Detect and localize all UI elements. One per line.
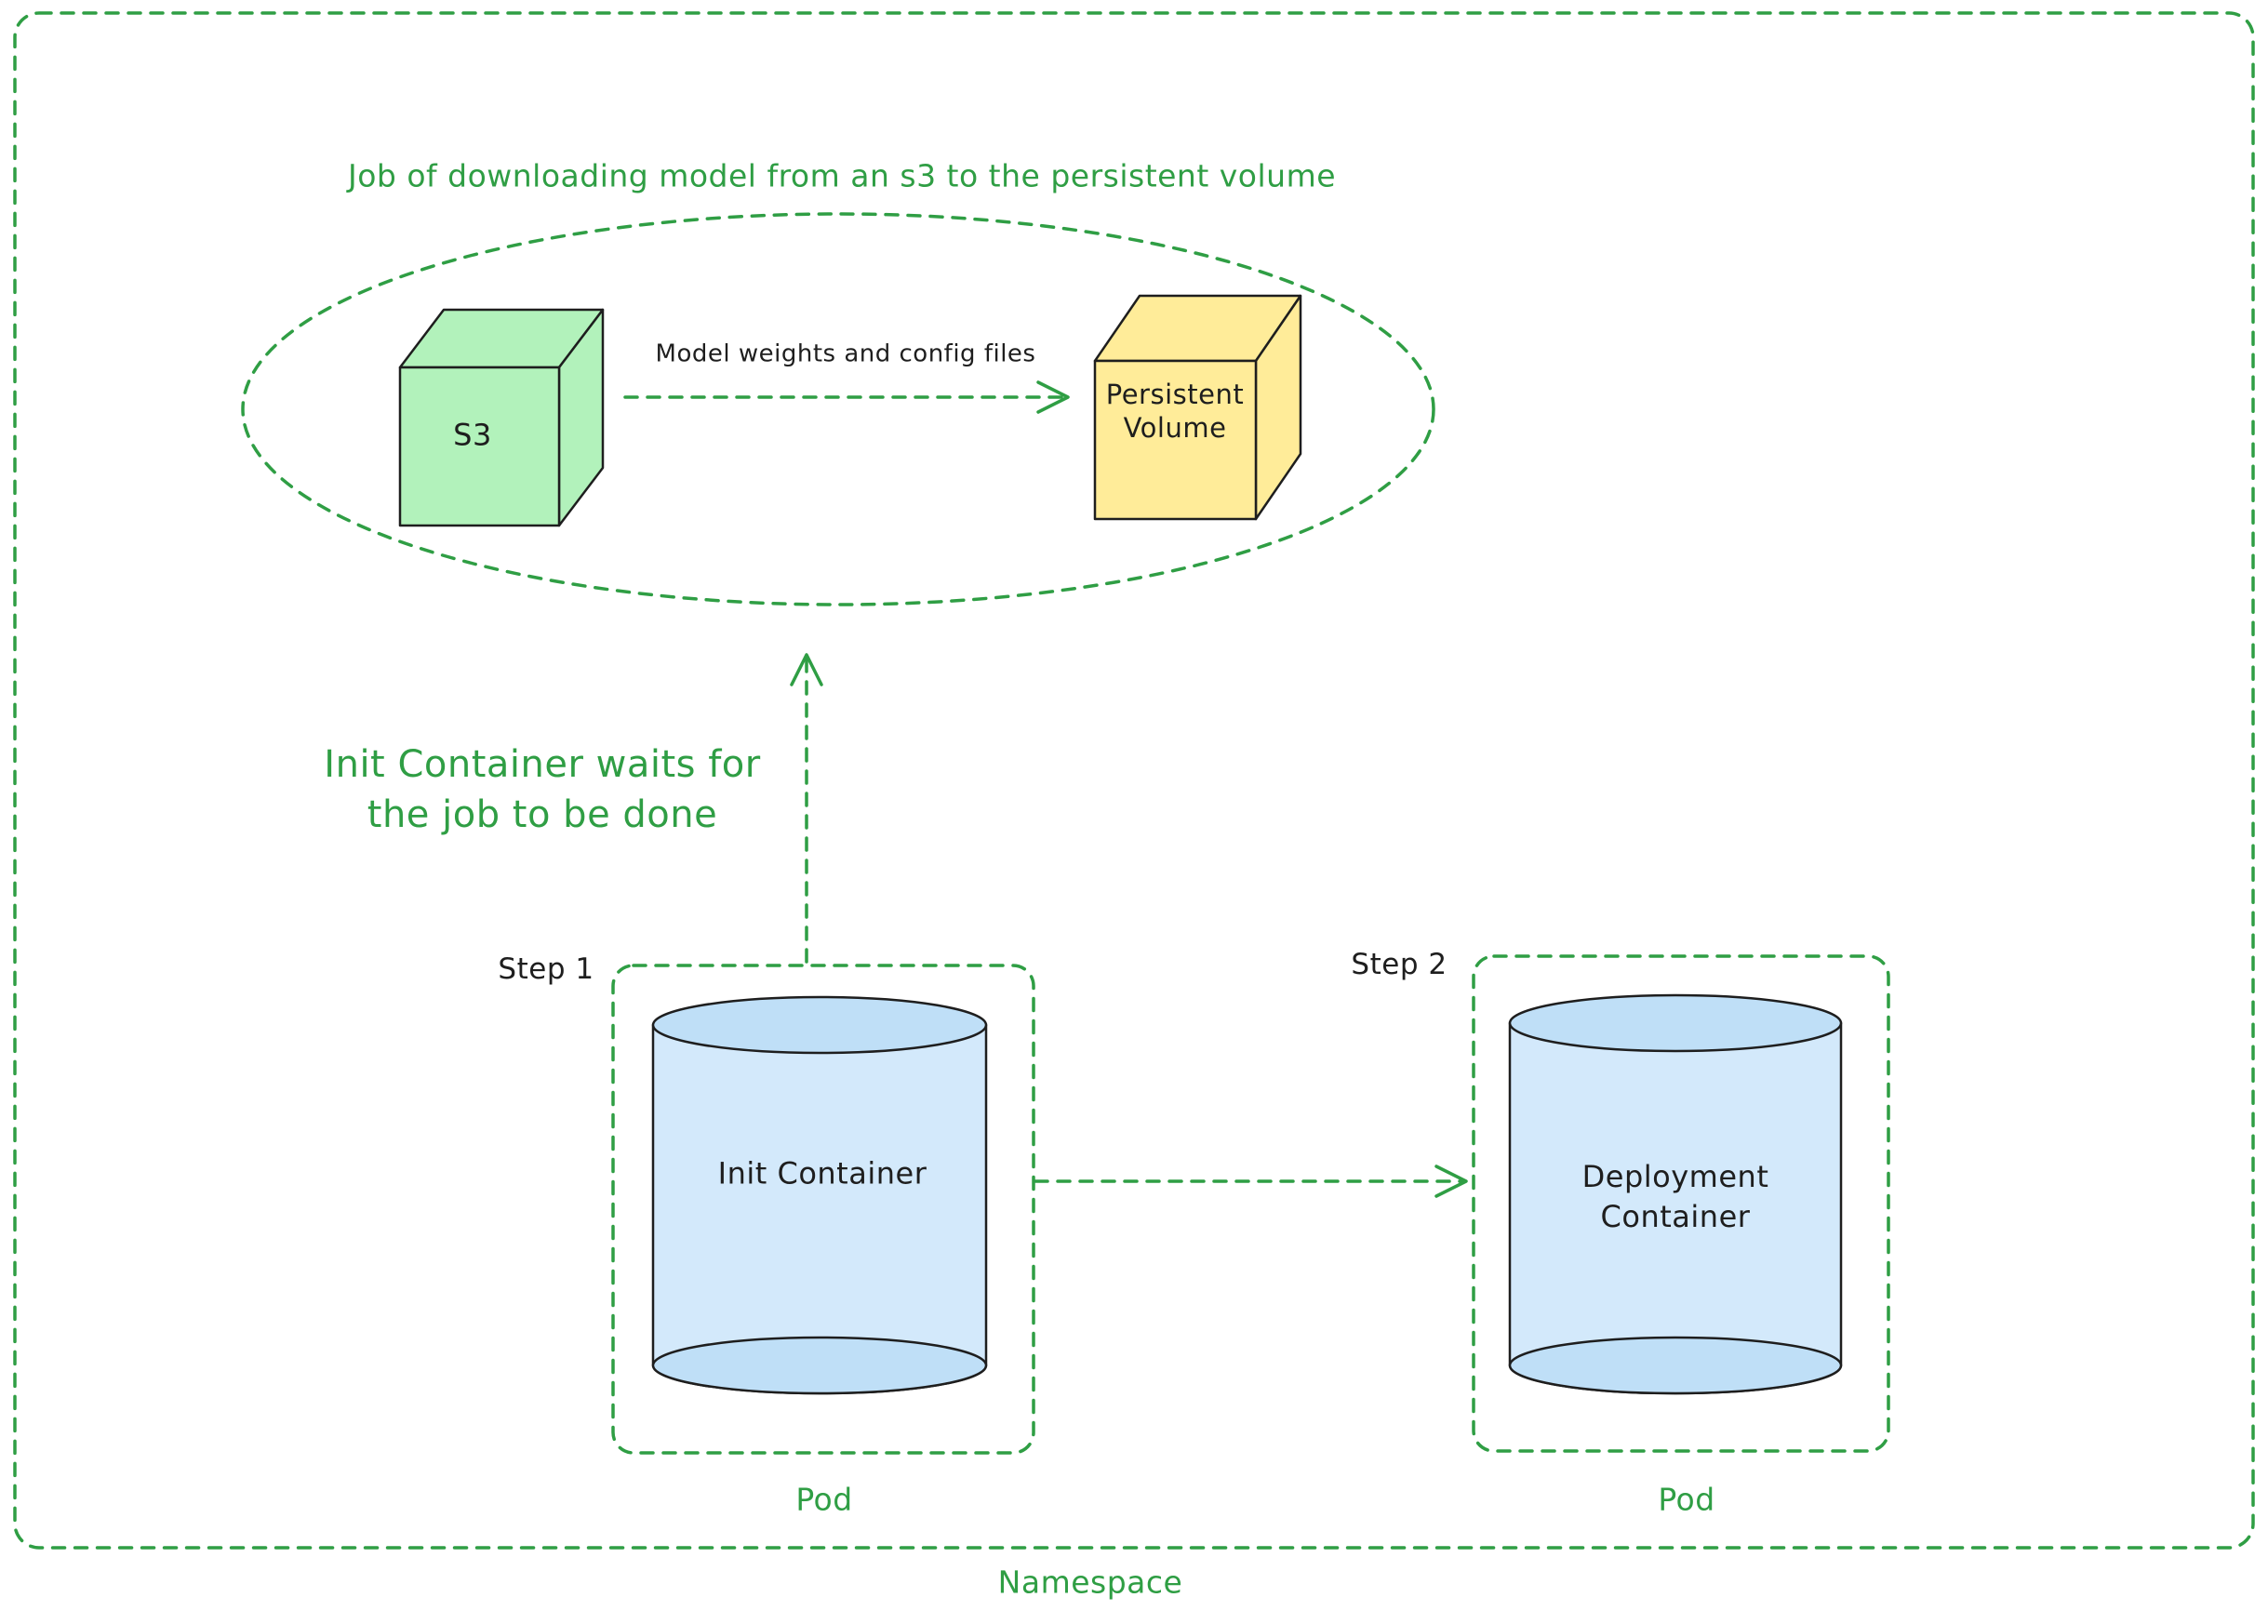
step-1-label: Step 1 xyxy=(498,952,594,987)
init-container-cylinder xyxy=(651,995,988,1395)
transfer-arrowhead xyxy=(1036,380,1070,414)
init-cylinder-bottom xyxy=(651,1336,988,1395)
job-ellipse xyxy=(241,212,1435,606)
pod-1-label: Pod xyxy=(795,1481,853,1518)
pv-cube-front xyxy=(1093,359,1258,521)
wait-arrowhead xyxy=(790,653,823,686)
transfer-arrow-label: Model weights and config files xyxy=(655,339,1036,368)
s3-label: S3 xyxy=(453,417,492,453)
pod-1-border xyxy=(611,964,1035,1455)
transfer-arrow xyxy=(623,380,1070,414)
job-title: Job of downloading model from an s3 to t… xyxy=(347,157,1337,194)
step-arrow xyxy=(1034,1165,1468,1198)
step-arrowhead xyxy=(1434,1165,1468,1198)
s3-cube-front xyxy=(398,366,561,527)
s3-cube xyxy=(398,308,605,527)
wait-arrow xyxy=(790,653,823,964)
init-cylinder-top xyxy=(651,995,988,1055)
pod-2-label: Pod xyxy=(1658,1481,1715,1518)
deployment-container-label: Deployment Container xyxy=(1581,1158,1769,1234)
deploy-cylinder-bottom xyxy=(1508,1336,1843,1395)
step-2-label: Step 2 xyxy=(1351,948,1448,982)
init-container-label: Init Container xyxy=(717,1155,927,1191)
deployment-container-cylinder xyxy=(1508,993,1843,1395)
deploy-cylinder-top xyxy=(1508,993,1843,1053)
namespace-label: Namespace xyxy=(997,1564,1183,1601)
namespace-border xyxy=(13,11,2255,1550)
wait-note: Init Container waits for the job to be d… xyxy=(324,743,761,836)
pod-2-border xyxy=(1472,954,1890,1453)
persistent-volume-cube xyxy=(1093,294,1302,521)
persistent-volume-label: Persistent Volume xyxy=(1105,378,1245,444)
